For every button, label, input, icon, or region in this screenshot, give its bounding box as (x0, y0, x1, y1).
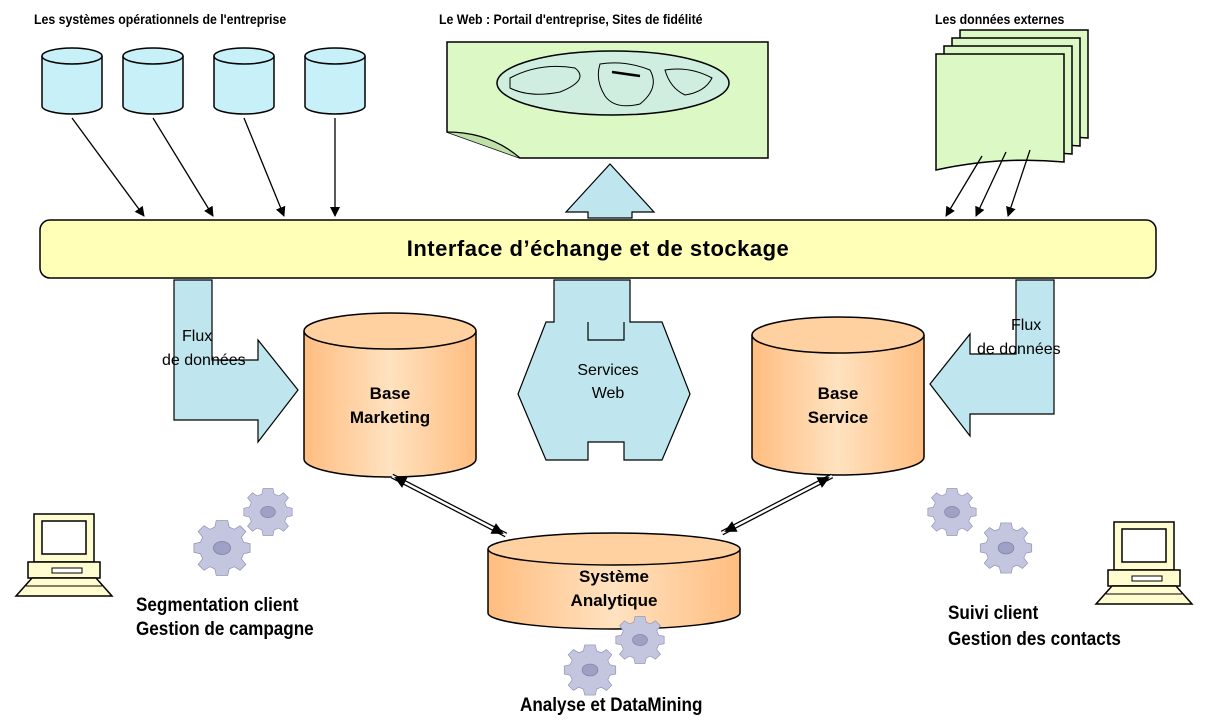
external-data-documents (935, 29, 1089, 171)
base-service-line2: Service (807, 408, 869, 427)
base-marketing-database (303, 312, 477, 478)
gears-left (193, 488, 293, 576)
computer-right-icon (1095, 521, 1193, 605)
gears-right (927, 488, 1033, 574)
globe-icon (496, 50, 730, 116)
header-external-data: Les données externes (935, 11, 1065, 27)
base-marketing-line1: Base (369, 384, 411, 403)
flux-right-line2: de données (977, 341, 1061, 358)
header-operational-systems: Les systèmes opérationnels de l'entrepri… (34, 11, 287, 27)
source-database-4 (304, 47, 366, 115)
analytique-line1: Système (579, 567, 649, 586)
header-web: Le Web : Portail d'entreprise, Sites de … (439, 11, 703, 27)
source-database-2 (122, 47, 184, 115)
base-marketing-line2: Marketing (349, 408, 431, 427)
source-database-3 (213, 47, 275, 115)
caption-right-line1: Suivi client (948, 603, 1039, 624)
source-arrows (71, 117, 340, 217)
systeme-analytique-database (487, 532, 741, 630)
caption-right-line2: Gestion des contacts (948, 629, 1121, 650)
flux-left-line1: Flux (182, 328, 213, 345)
exchange-storage-bus (39, 219, 1157, 279)
web-page (446, 41, 769, 159)
caption-left-line2: Gestion de campagne (136, 619, 314, 640)
analytique-line2: Analytique (570, 591, 658, 610)
web-up-arrow (564, 163, 656, 219)
services-web-arrow (517, 279, 691, 461)
analytics-link-arrows (390, 473, 834, 538)
flux-right-line1: Flux (1011, 317, 1042, 334)
caption-left-line1: Segmentation client (136, 595, 299, 616)
bus-label: Interface d’échange et de stockage (406, 236, 790, 261)
base-service-line1: Base (817, 384, 859, 403)
services-web-line2: Web (591, 385, 625, 402)
external-arrows (945, 149, 1031, 217)
base-service-database (751, 316, 925, 476)
services-web-line1: Services (577, 362, 639, 379)
left-flux-arrow (173, 279, 299, 444)
computer-left-icon (15, 513, 113, 597)
flux-left-line2: de données (162, 352, 246, 369)
source-database-1 (41, 47, 103, 115)
caption-bottom: Analyse et DataMining (520, 695, 703, 716)
right-flux-arrow (929, 279, 1055, 438)
